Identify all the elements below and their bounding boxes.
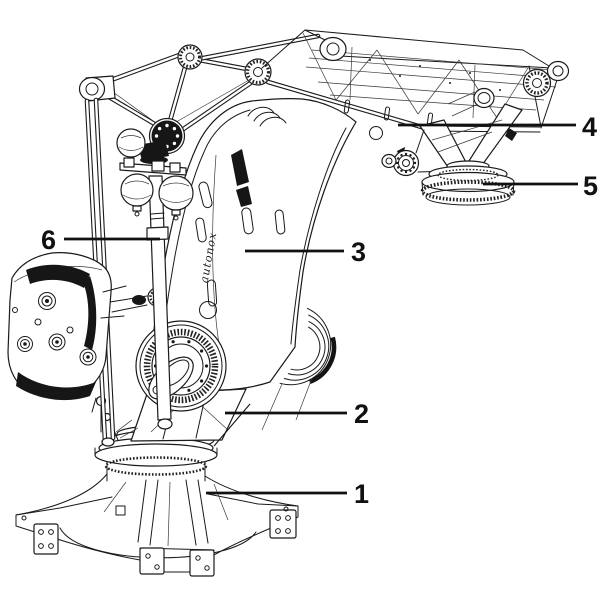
callout-2-label: 2	[354, 399, 369, 429]
upper-arm-right-end-cylinder	[546, 60, 570, 82]
callout-4: 4	[398, 112, 597, 142]
upper-arm-bore-cylinder	[447, 87, 495, 117]
callout-3-label: 3	[351, 237, 366, 267]
callout-5: 5	[483, 171, 598, 201]
callout-1-label: 1	[354, 479, 369, 509]
callout-5-label: 5	[583, 171, 598, 201]
callouts: 1 2 3 4 5 6	[41, 112, 598, 509]
robot-balancer-cylinder	[116, 128, 194, 430]
robot-elbow-drum	[261, 307, 337, 431]
upper-arm-gear-hub	[522, 68, 552, 98]
robot-upper-arm	[261, 29, 570, 140]
robot-mounting-flange	[420, 160, 516, 206]
top-left-pivot-cylinder	[78, 75, 116, 102]
callout-4-label: 4	[582, 112, 597, 142]
accumulator-spheres	[116, 128, 194, 221]
callout-6-label: 6	[41, 225, 56, 255]
callout-1: 1	[206, 479, 369, 509]
callout-2: 2	[213, 399, 369, 447]
callout-6: 6	[41, 225, 160, 255]
wrist-gear-hub	[381, 149, 420, 177]
robot-counterweight	[7, 252, 127, 401]
robot-base	[15, 473, 299, 577]
callout-3: 3	[245, 237, 366, 267]
upper-arm-left-hub	[319, 36, 347, 62]
robot-shoulder-joint	[135, 320, 227, 412]
robot-main-arm: autonox	[147, 98, 357, 391]
truss-gear-hub-left	[177, 44, 203, 70]
counterweight-bolts	[12, 292, 97, 366]
